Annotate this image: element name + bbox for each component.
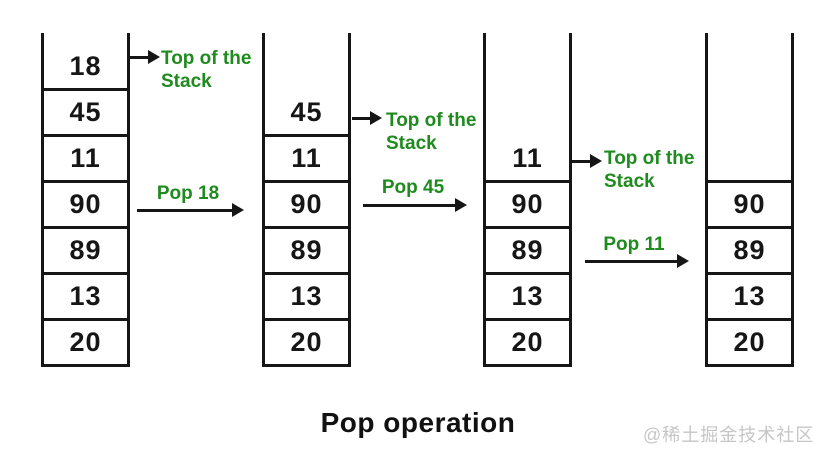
stack-cell: 18 [69, 51, 102, 81]
top-of-stack-label-line2: Stack [161, 71, 212, 92]
stack-cell: 90 [44, 180, 127, 226]
top-of-stack-label-line2: Stack [604, 171, 655, 192]
diagram-title: Pop operation [320, 407, 516, 438]
stack-cell: 90 [486, 180, 569, 226]
pop-label: Pop 18 [156, 183, 220, 204]
top-of-stack-arrow-icon [572, 154, 602, 168]
top-of-stack-label-line1: Top of the [161, 48, 252, 69]
stack-cell: 89 [708, 226, 791, 272]
stack-cell: 90 [265, 180, 348, 226]
pop-arrow-icon [363, 198, 467, 212]
top-of-stack-label-line1: Top of the [386, 110, 477, 131]
stack-cell: 11 [512, 143, 543, 173]
stack-cell: 13 [44, 272, 127, 318]
stack-cell: 13 [708, 272, 791, 318]
stack-cell: 13 [265, 272, 348, 318]
stack-4: 90 89 13 20 [705, 33, 794, 367]
stack-cell: 89 [486, 226, 569, 272]
stack-cell: 89 [44, 226, 127, 272]
stack-cell: 11 [265, 134, 348, 180]
stack-cell: 20 [44, 318, 127, 364]
top-of-stack-label-line2: Stack [386, 133, 437, 154]
stack-cell: 89 [265, 226, 348, 272]
pop-arrow-icon [137, 203, 244, 217]
stack-cell: 45 [290, 97, 323, 127]
top-of-stack-arrow-icon [352, 111, 382, 125]
stack-cell: 11 [44, 134, 127, 180]
pop-label: Pop 11 [603, 234, 665, 255]
top-of-stack-label-line1: Top of the [604, 148, 695, 169]
top-of-stack-label: Top of the Stack [386, 109, 476, 155]
stack-2: 45 11 90 89 13 20 [262, 33, 351, 367]
pop-arrow-icon [585, 254, 689, 268]
top-of-stack-label: Top of the Stack [161, 47, 251, 93]
watermark-text: @稀土掘金技术社区 [643, 425, 813, 445]
stack-1: 18 45 11 90 89 13 20 [41, 33, 130, 367]
stack-cell: 20 [486, 318, 569, 364]
stack-cell: 13 [486, 272, 569, 318]
stack-3: 11 90 89 13 20 [483, 33, 572, 367]
stack-cell: 90 [708, 180, 791, 226]
top-of-stack-arrow-icon [130, 50, 160, 64]
stack-cell: 20 [708, 318, 791, 364]
top-of-stack-label: Top of the Stack [604, 147, 694, 193]
pop-label: Pop 45 [381, 177, 445, 198]
stack-cell: 20 [265, 318, 348, 364]
stack-cell: 45 [44, 88, 127, 134]
